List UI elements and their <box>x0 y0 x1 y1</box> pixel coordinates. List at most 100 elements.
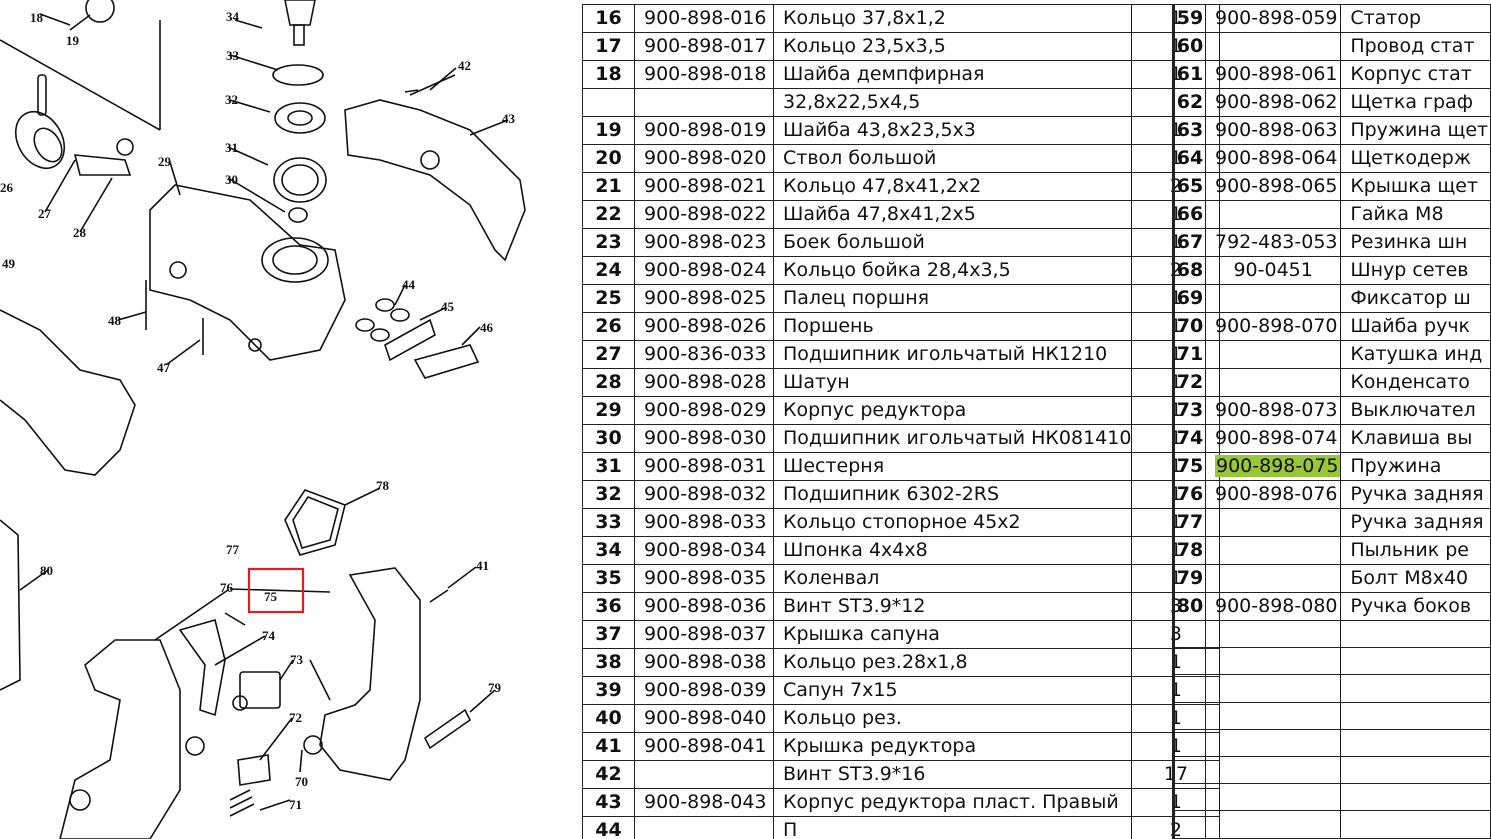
article-code: 900-898-037 <box>634 620 774 649</box>
article-code: 900-898-031 <box>634 452 774 481</box>
article-code: 900-898-022 <box>634 200 774 229</box>
article-code: 900-898-034 <box>634 536 774 565</box>
part-name: Ручка задняя <box>1340 480 1491 509</box>
empty-cell <box>1173 674 1206 703</box>
callout-47: 47 <box>157 360 171 375</box>
part-name: Шпонка 4х4х8 <box>772 536 1133 565</box>
article-code <box>1204 368 1342 397</box>
part-name: Болт М8х40 <box>1340 564 1491 593</box>
empty-cell <box>1204 783 1342 812</box>
empty-cell <box>1340 674 1491 703</box>
part-name: Шайба 47,8х41,2х5 <box>772 200 1133 229</box>
part-number: 68 <box>1173 256 1206 285</box>
part-name: Щеткодерж <box>1340 144 1491 173</box>
part-number: 37 <box>582 620 635 649</box>
part-name: Коленвал <box>772 564 1133 593</box>
part-number: 16 <box>582 4 635 33</box>
callout-70: 70 <box>295 774 308 789</box>
part-number: 74 <box>1173 424 1206 453</box>
part-number: 39 <box>582 676 635 705</box>
part-name: Кольцо 37,8х1,2 <box>772 4 1133 33</box>
empty-cell <box>1173 728 1206 757</box>
article-code: 900-898-033 <box>634 508 774 537</box>
callout-78: 78 <box>376 478 390 493</box>
part-name: Катушка инд <box>1340 340 1491 369</box>
part-name: Подшипник игольчатый НК1210 <box>772 340 1133 369</box>
article-code: 900-836-033 <box>634 340 774 369</box>
part-name: Клавиша вы <box>1340 424 1491 453</box>
article-code: 900-898-018 <box>634 60 774 89</box>
part-name: Винт ST3.9*12 <box>772 592 1133 621</box>
part-number: 22 <box>582 200 635 229</box>
article-code <box>1204 32 1342 61</box>
part-name: Подшипник 6302-2RS <box>772 480 1133 509</box>
article-code <box>634 816 774 839</box>
part-name: Конденсато <box>1340 368 1491 397</box>
part-number: 73 <box>1173 396 1206 425</box>
callout-32: 32 <box>225 92 238 107</box>
empty-cell <box>1204 810 1342 839</box>
empty-cell <box>1340 755 1491 785</box>
article-code: 900-898-024 <box>634 256 774 285</box>
part-number: 69 <box>1173 284 1206 313</box>
article-code <box>1204 340 1342 369</box>
empty-cell <box>1173 783 1206 812</box>
article-code: 900-898-059 <box>1204 4 1342 33</box>
part-name: Кольцо 23,5х3,5 <box>772 32 1133 61</box>
highlighted-article-code: 900-898-075 <box>1214 455 1340 477</box>
part-name: Шайба ручк <box>1340 312 1491 341</box>
article-code: 900-898-074 <box>1204 424 1342 453</box>
part-number: 25 <box>582 284 635 313</box>
empty-row <box>1173 728 1491 757</box>
article-code <box>1204 284 1342 313</box>
article-code: 900-898-019 <box>634 116 774 145</box>
article-code <box>1204 200 1342 229</box>
part-number: 26 <box>582 312 635 341</box>
part-name: Пружина <box>1340 452 1491 481</box>
part-name: Провод стат <box>1340 32 1491 61</box>
callout-33: 33 <box>226 48 240 63</box>
part-name: Крышка щет <box>1340 172 1491 201</box>
part-number: 20 <box>582 144 635 173</box>
article-code: 900-898-020 <box>634 144 774 173</box>
callout-72: 72 <box>289 710 302 725</box>
part-number: 32 <box>582 480 635 509</box>
callout-28: 28 <box>73 225 87 240</box>
part-name: Палец поршня <box>772 284 1133 313</box>
part-name: Щетка граф <box>1340 88 1491 117</box>
callout-42: 42 <box>458 58 471 73</box>
article-code: 900-898-021 <box>634 172 774 201</box>
part-number: 29 <box>582 396 635 425</box>
callout-41: 41 <box>476 558 489 573</box>
article-code: 900-898-039 <box>634 676 774 705</box>
part-name: Пружина щет <box>1340 116 1491 145</box>
part-name: Крышка сапуна <box>772 620 1133 649</box>
part-name: Шатун <box>772 368 1133 397</box>
part-name: Поршень <box>772 312 1133 341</box>
empty-cell <box>1204 619 1342 649</box>
empty-row <box>1173 810 1491 839</box>
callout-18: 18 <box>30 10 44 25</box>
article-code: 900-898-041 <box>634 732 774 761</box>
